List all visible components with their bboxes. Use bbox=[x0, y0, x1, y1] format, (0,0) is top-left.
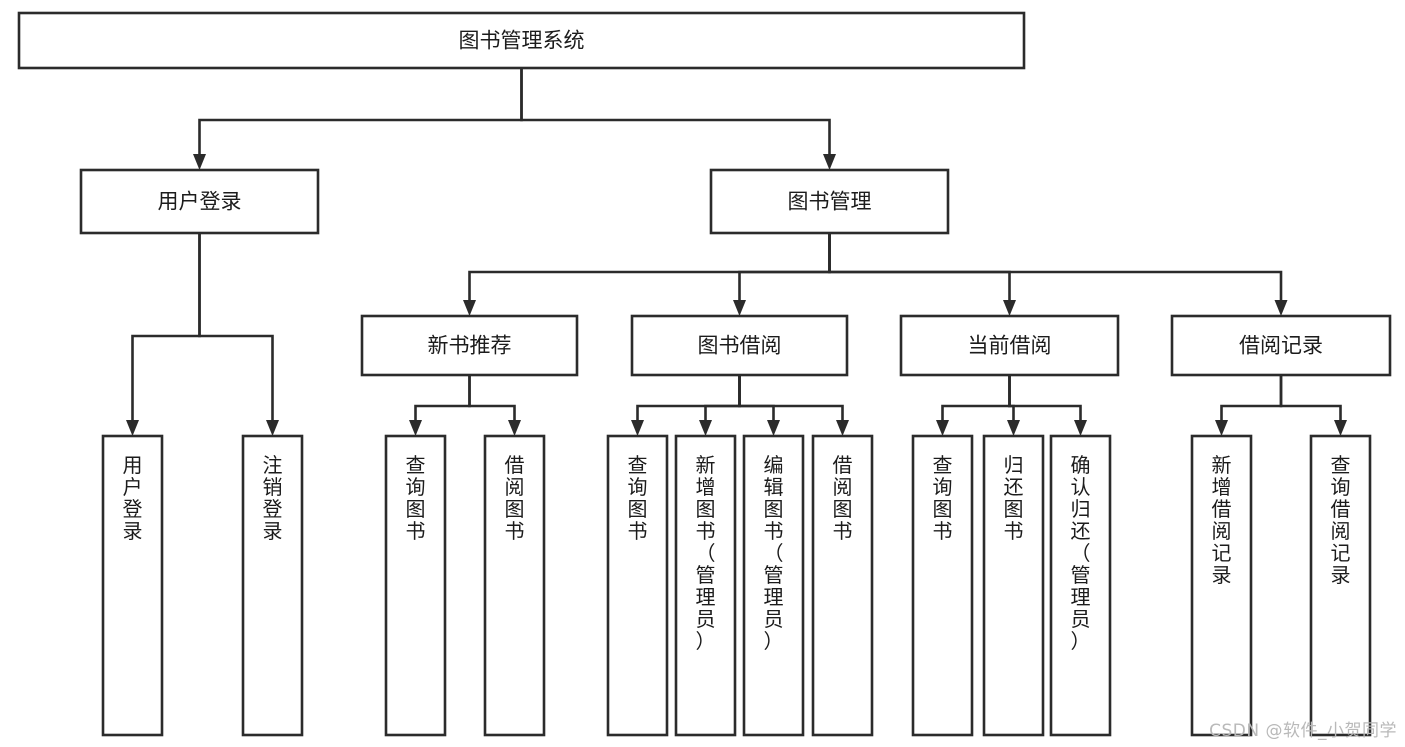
node-label: 新书推荐 bbox=[428, 334, 512, 358]
edge-l2_1-to-leaf_5 bbox=[699, 375, 741, 436]
edge-l1_1-to-l2_3 bbox=[828, 233, 1288, 316]
node-box[interactable] bbox=[630, 314, 849, 377]
node-leaf_1[interactable]: 注销登录 bbox=[241, 434, 304, 737]
node-box[interactable] bbox=[483, 434, 546, 737]
arrow-head-icon bbox=[733, 300, 746, 316]
arrow-head-icon bbox=[266, 420, 279, 436]
node-box[interactable] bbox=[241, 434, 304, 737]
node-box[interactable] bbox=[899, 314, 1120, 377]
edge-l2_3-to-leaf_11 bbox=[1215, 375, 1283, 436]
node-leaf_3[interactable]: 借阅图书 bbox=[483, 434, 546, 737]
node-leaf_12[interactable]: 查询借阅记录 bbox=[1309, 434, 1372, 737]
node-label: 借阅图书 bbox=[505, 453, 525, 543]
edge-l2_0-to-leaf_2 bbox=[409, 375, 471, 436]
arrow-head-icon bbox=[1274, 300, 1288, 316]
node-leaf_7[interactable]: 借阅图书 bbox=[811, 434, 874, 737]
node-label: 归还图书 bbox=[1004, 453, 1024, 543]
node-label: 注销登录 bbox=[263, 453, 283, 543]
node-box[interactable] bbox=[1309, 434, 1372, 737]
node-l1_0[interactable]: 用户登录 bbox=[79, 168, 320, 235]
arrow-head-icon bbox=[767, 420, 780, 436]
node-leaf_4[interactable]: 查询图书 bbox=[606, 434, 669, 737]
edge-root-to-l1_0 bbox=[193, 68, 523, 170]
node-box[interactable] bbox=[911, 434, 974, 737]
node-box[interactable] bbox=[17, 11, 1026, 70]
arrow-head-icon bbox=[699, 420, 712, 436]
node-leaf_9[interactable]: 归还图书 bbox=[982, 434, 1045, 737]
arrow-head-icon bbox=[1074, 420, 1087, 436]
arrow-head-icon bbox=[823, 154, 836, 170]
node-label: 用户登录 bbox=[123, 453, 143, 543]
arrow-head-icon bbox=[193, 154, 206, 170]
node-label: 当前借阅 bbox=[968, 334, 1052, 358]
node-label: 查询借阅记录 bbox=[1331, 453, 1351, 587]
node-box[interactable] bbox=[1170, 314, 1392, 377]
node-label: 图书管理系统 bbox=[459, 29, 585, 53]
node-label: 新增借阅记录 bbox=[1212, 453, 1232, 587]
arrow-head-icon bbox=[1215, 420, 1228, 436]
node-box[interactable] bbox=[742, 434, 805, 737]
node-l1_1[interactable]: 图书管理 bbox=[709, 168, 950, 235]
node-leaf_8[interactable]: 查询图书 bbox=[911, 434, 974, 737]
arrow-head-icon bbox=[631, 420, 644, 436]
node-label: 查询图书 bbox=[933, 453, 953, 543]
node-leaf_6[interactable]: 编辑图书（管理员） bbox=[742, 434, 805, 737]
edge-l1_1-to-l2_1 bbox=[733, 233, 831, 316]
arrow-head-icon bbox=[1007, 420, 1020, 436]
arrow-head-icon bbox=[126, 420, 139, 436]
node-label: 编辑图书（管理员） bbox=[764, 453, 784, 653]
node-box[interactable] bbox=[811, 434, 874, 737]
node-root[interactable]: 图书管理系统 bbox=[17, 11, 1026, 70]
arrow-head-icon bbox=[836, 420, 849, 436]
node-label: 借阅图书 bbox=[833, 453, 853, 543]
node-label: 确认归还（管理员） bbox=[1071, 453, 1091, 653]
arrow-head-icon bbox=[1334, 420, 1347, 436]
arrow-head-icon bbox=[409, 420, 422, 436]
node-l2_3[interactable]: 借阅记录 bbox=[1170, 314, 1392, 377]
node-box[interactable] bbox=[384, 434, 447, 737]
node-box[interactable] bbox=[674, 434, 737, 737]
node-l2_2[interactable]: 当前借阅 bbox=[899, 314, 1120, 377]
node-leaf_5[interactable]: 新增图书（管理员） bbox=[674, 434, 737, 737]
node-label: 新增图书（管理员） bbox=[696, 453, 716, 653]
node-box[interactable] bbox=[1190, 434, 1253, 737]
edge-l2_2-to-leaf_8 bbox=[936, 375, 1011, 436]
node-label: 借阅记录 bbox=[1239, 334, 1323, 358]
node-box[interactable] bbox=[79, 168, 320, 235]
node-box[interactable] bbox=[101, 434, 164, 737]
edge-l1_1-to-l2_0 bbox=[463, 233, 831, 316]
node-label: 查询图书 bbox=[406, 453, 426, 543]
node-l2_0[interactable]: 新书推荐 bbox=[360, 314, 579, 377]
edge-root-to-l1_1 bbox=[520, 68, 836, 170]
node-label: 查询图书 bbox=[628, 453, 648, 543]
node-box[interactable] bbox=[606, 434, 669, 737]
node-label: 图书管理 bbox=[788, 190, 872, 214]
edge-l1_0-to-leaf_0 bbox=[126, 233, 201, 436]
node-label: 用户登录 bbox=[158, 190, 242, 214]
arrow-head-icon bbox=[508, 420, 521, 436]
arrow-head-icon bbox=[936, 420, 949, 436]
node-leaf_0[interactable]: 用户登录 bbox=[101, 434, 164, 737]
node-label: 图书借阅 bbox=[698, 334, 782, 358]
node-leaf_2[interactable]: 查询图书 bbox=[384, 434, 447, 737]
edge-l2_2-to-leaf_10 bbox=[1008, 375, 1087, 436]
edge-l2_3-to-leaf_12 bbox=[1279, 375, 1347, 436]
node-box[interactable] bbox=[709, 168, 950, 235]
edges-layer bbox=[126, 68, 1347, 436]
edge-l2_0-to-leaf_3 bbox=[468, 375, 521, 436]
node-leaf_11[interactable]: 新增借阅记录 bbox=[1190, 434, 1253, 737]
edge-l1_0-to-leaf_1 bbox=[198, 233, 279, 436]
node-l2_1[interactable]: 图书借阅 bbox=[630, 314, 849, 377]
edge-l1_1-to-l2_2 bbox=[828, 233, 1016, 316]
node-box[interactable] bbox=[982, 434, 1045, 737]
edge-l2_1-to-leaf_7 bbox=[738, 375, 849, 436]
node-leaf_10[interactable]: 确认归还（管理员） bbox=[1049, 434, 1112, 737]
nodes-layer: 图书管理系统用户登录图书管理新书推荐图书借阅当前借阅借阅记录用户登录注销登录查询… bbox=[17, 11, 1392, 737]
arrow-head-icon bbox=[463, 300, 476, 316]
arrow-head-icon bbox=[1003, 300, 1016, 316]
node-box[interactable] bbox=[360, 314, 579, 377]
node-box[interactable] bbox=[1049, 434, 1112, 737]
